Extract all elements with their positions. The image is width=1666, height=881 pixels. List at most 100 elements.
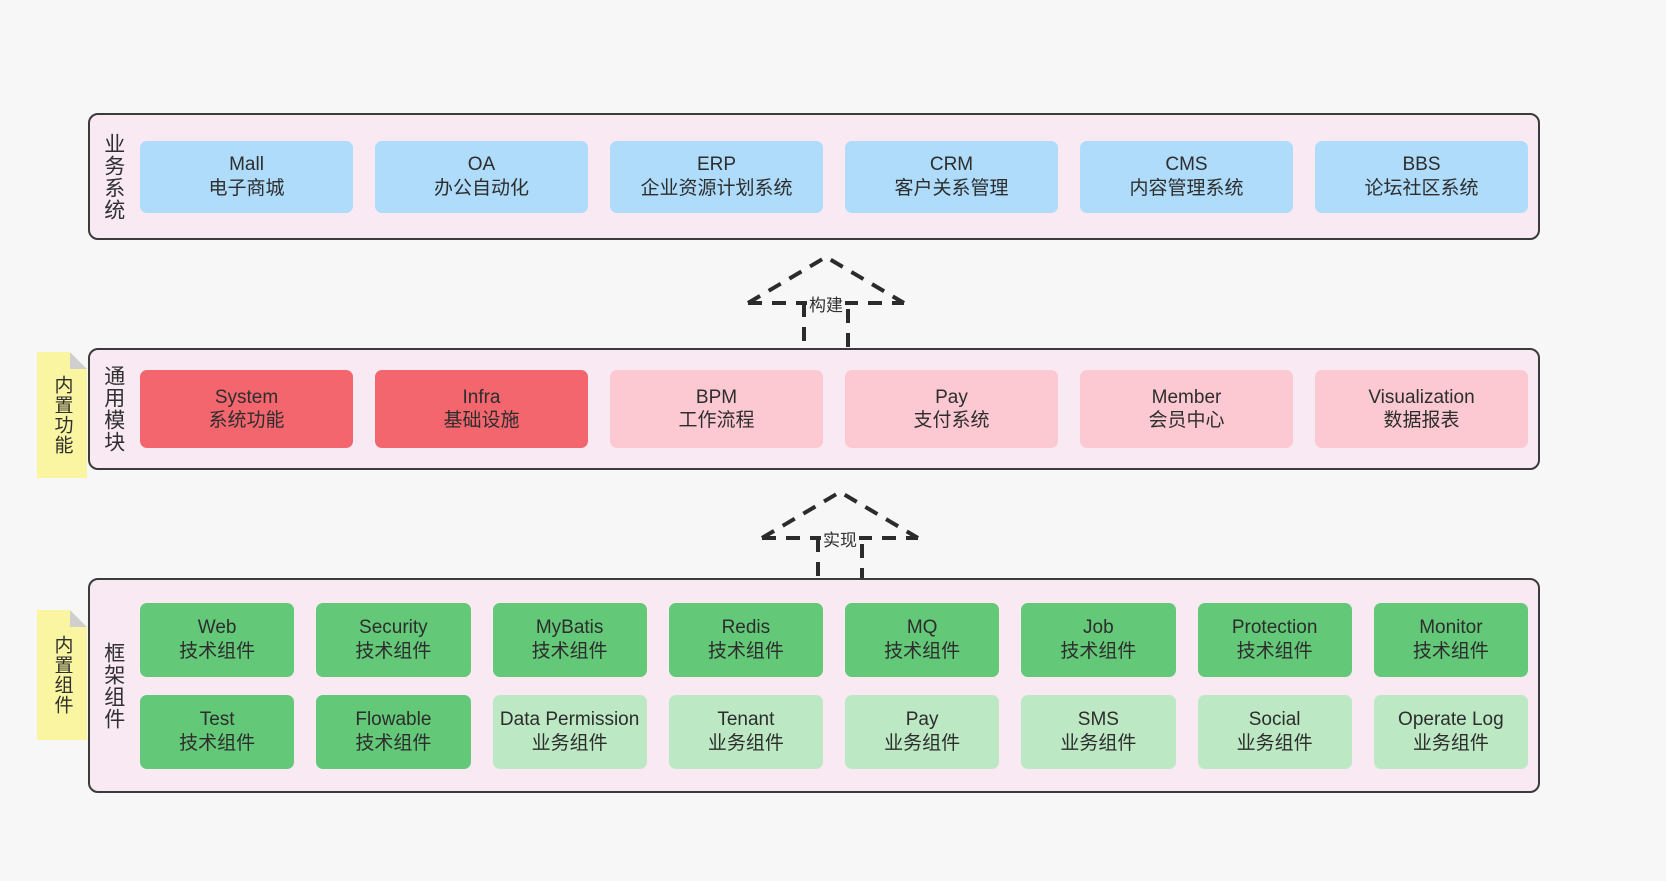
layer-business-systems: 业务系统 Mall 电子商城 OA 办公自动化 ERP 企业资源计划系统 CRM… [88, 113, 1540, 240]
card-title-en: Visualization [1368, 386, 1475, 408]
card-title-en: Operate Log [1398, 709, 1504, 731]
card-title-en: Protection [1231, 617, 1318, 639]
card-title-en: Security [359, 617, 428, 639]
card-title-cn: 工作流程 [678, 410, 755, 431]
card-title-en: CRM [929, 154, 974, 176]
card-member[interactable]: Member 会员中心 [1080, 370, 1293, 448]
card-title-en: Member [1151, 386, 1222, 408]
card-title-cn: 技术组件 [707, 640, 784, 662]
card-title-en: MyBatis [535, 617, 604, 639]
card-title-en: BBS [1402, 154, 1441, 176]
layer-body-frame: Web 技术组件 Security 技术组件 MyBatis 技术组件 Redi… [136, 580, 1538, 791]
layer-body-common: System 系统功能 Infra 基础设施 BPM 工作流程 Pay 支付系统… [136, 350, 1538, 468]
card-mybatis[interactable]: MyBatis 技术组件 [492, 602, 647, 677]
card-monitor[interactable]: Monitor 技术组件 [1373, 602, 1528, 677]
card-title-en: Monitor [1419, 617, 1483, 639]
card-pay-component[interactable]: Pay 业务组件 [845, 694, 1000, 769]
card-mall[interactable]: Mall 电子商城 [140, 140, 353, 213]
card-title-en: Flowable [355, 709, 432, 731]
card-title-cn: 基础设施 [443, 410, 520, 431]
card-test[interactable]: Test 技术组件 [140, 694, 295, 769]
card-title-cn: 业务组件 [707, 732, 784, 754]
card-erp[interactable]: ERP 企业资源计划系统 [610, 140, 823, 213]
card-mq[interactable]: MQ 技术组件 [845, 602, 1000, 677]
connector-build: 构建 [746, 254, 906, 353]
card-bbs[interactable]: BBS 论坛社区系统 [1315, 140, 1528, 213]
card-title-en: Redis [721, 617, 771, 639]
card-cms[interactable]: CMS 内容管理系统 [1080, 140, 1293, 213]
card-operate-log[interactable]: Operate Log 业务组件 [1373, 694, 1528, 769]
layer-framework-components: 框架组件 Web 技术组件 Security 技术组件 MyBatis 技术组件… [88, 578, 1540, 793]
card-title-en: CMS [1165, 154, 1208, 176]
connector-implement: 实现 [760, 489, 920, 588]
card-row: System 系统功能 Infra 基础设施 BPM 工作流程 Pay 支付系统… [140, 370, 1528, 448]
card-bpm[interactable]: BPM 工作流程 [610, 370, 823, 448]
card-title-cn: 技术组件 [884, 640, 961, 662]
card-title-cn: 技术组件 [1236, 640, 1313, 662]
card-infra[interactable]: Infra 基础设施 [375, 370, 588, 448]
card-title-en: Test [199, 709, 235, 731]
note-builtin-components: 内置组件 [37, 610, 87, 740]
card-flowable[interactable]: Flowable 技术组件 [316, 694, 471, 769]
card-title-en: ERP [696, 154, 737, 176]
card-title-en: Mall [229, 154, 264, 176]
card-job[interactable]: Job 技术组件 [1021, 602, 1176, 677]
card-title-en: Pay [935, 386, 968, 408]
card-title-cn: 技术组件 [355, 732, 432, 754]
card-system[interactable]: System 系统功能 [140, 370, 353, 448]
card-crm[interactable]: CRM 客户关系管理 [845, 140, 1058, 213]
card-title-en: SMS [1077, 709, 1119, 731]
card-title-cn: 支付系统 [913, 410, 990, 431]
card-pay[interactable]: Pay 支付系统 [845, 370, 1058, 448]
card-title-cn: 办公自动化 [433, 177, 529, 199]
card-title-cn: 会员中心 [1148, 410, 1225, 431]
layer-body-business: Mall 电子商城 OA 办公自动化 ERP 企业资源计划系统 CRM 客户关系… [136, 115, 1538, 238]
card-title-cn: 技术组件 [355, 640, 432, 662]
card-title-cn: 技术组件 [531, 640, 608, 662]
card-security[interactable]: Security 技术组件 [316, 602, 471, 677]
card-title-cn: 客户关系管理 [894, 177, 1009, 199]
page-fold-icon [70, 352, 87, 369]
card-title-cn: 数据报表 [1383, 410, 1460, 431]
card-title-cn: 技术组件 [179, 732, 256, 754]
card-title-cn: 业务组件 [531, 732, 608, 754]
card-title-en: MQ [906, 617, 938, 639]
card-title-cn: 企业资源计划系统 [640, 177, 793, 199]
card-title-cn: 业务组件 [884, 732, 961, 754]
card-oa[interactable]: OA 办公自动化 [375, 140, 588, 213]
card-title-cn: 论坛社区系统 [1364, 177, 1479, 199]
card-title-en: BPM [695, 386, 738, 408]
card-title-en: Tenant [717, 709, 775, 731]
card-title-en: Job [1083, 617, 1114, 639]
card-row-tech: Web 技术组件 Security 技术组件 MyBatis 技术组件 Redi… [140, 602, 1528, 677]
card-visualization[interactable]: Visualization 数据报表 [1315, 370, 1528, 448]
note-label: 内置组件 [51, 635, 73, 715]
card-title-cn: 电子商城 [208, 177, 285, 199]
card-redis[interactable]: Redis 技术组件 [668, 602, 823, 677]
layer-title-common: 通用模块 [101, 365, 125, 453]
layer-title-frame: 框架组件 [101, 641, 125, 730]
layer-common-modules: 通用模块 System 系统功能 Infra 基础设施 BPM 工作流程 Pay… [88, 348, 1540, 470]
card-title-en: Web [197, 617, 237, 639]
card-web[interactable]: Web 技术组件 [140, 602, 295, 677]
card-protection[interactable]: Protection 技术组件 [1197, 602, 1352, 677]
note-builtin-functions: 内置功能 [37, 352, 87, 478]
card-row: Mall 电子商城 OA 办公自动化 ERP 企业资源计划系统 CRM 客户关系… [140, 140, 1528, 213]
card-title-en: Pay [905, 709, 939, 731]
card-title-en: OA [467, 154, 496, 176]
layer-title-business: 业务系统 [101, 132, 125, 221]
card-sms[interactable]: SMS 业务组件 [1021, 694, 1176, 769]
connector-label-build: 构建 [807, 291, 845, 316]
card-title-cn: 业务组件 [1412, 732, 1489, 754]
card-title-cn: 内容管理系统 [1129, 177, 1244, 199]
card-tenant[interactable]: Tenant 业务组件 [668, 694, 823, 769]
card-title-cn: 技术组件 [1412, 640, 1489, 662]
note-label: 内置功能 [51, 375, 73, 455]
card-title-en: Infra [462, 386, 501, 408]
card-social[interactable]: Social 业务组件 [1197, 694, 1352, 769]
card-title-en: Social [1248, 709, 1301, 731]
card-row-business-components: Test 技术组件 Flowable 技术组件 Data Permission … [140, 694, 1528, 769]
card-title-cn: 业务组件 [1060, 732, 1137, 754]
card-data-permission[interactable]: Data Permission 业务组件 [492, 694, 647, 769]
